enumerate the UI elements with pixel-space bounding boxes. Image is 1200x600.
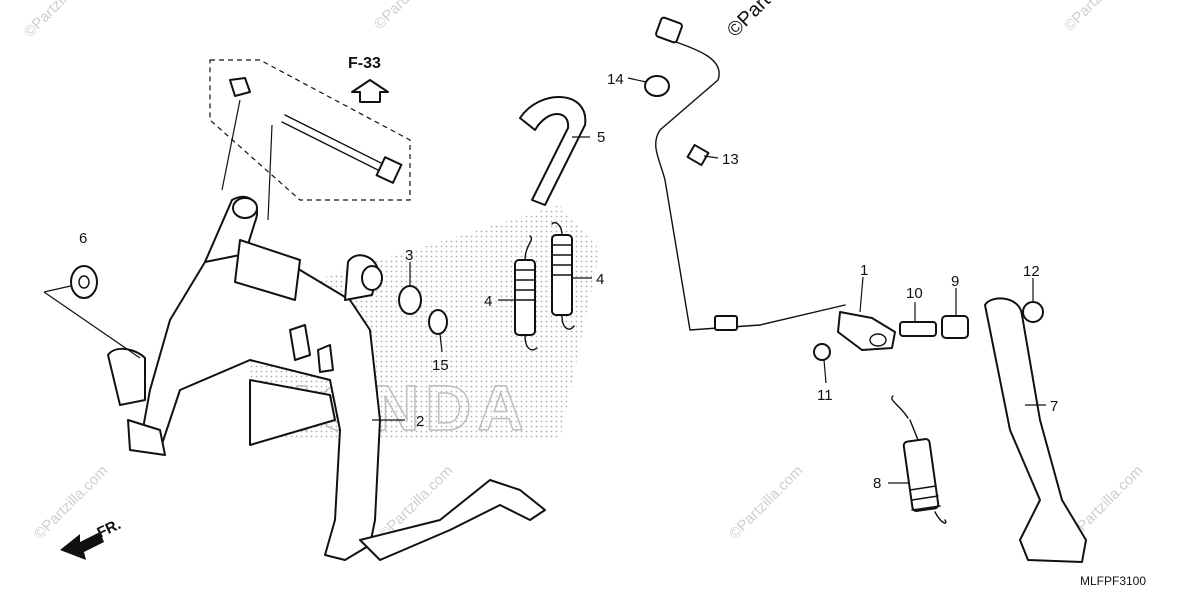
callout-11: 11 <box>817 387 833 404</box>
part-9-collar <box>941 315 969 339</box>
up-arrow-icon <box>351 79 389 103</box>
callout-15: 15 <box>432 357 449 374</box>
callout-1: 1 <box>860 262 868 279</box>
front-arrow-icon <box>60 532 104 560</box>
watermark: ©Partzilla.com <box>371 0 452 33</box>
front-direction: FR. <box>60 516 124 560</box>
callout-13: 13 <box>722 151 739 168</box>
callout-6: 6 <box>79 230 87 247</box>
watermark-dark: ©Parts <box>723 0 782 42</box>
callout-3: 3 <box>405 247 413 264</box>
part-12-nut <box>1022 301 1044 323</box>
front-label: FR. <box>95 516 124 542</box>
main-stand <box>107 195 546 561</box>
callout-5: 5 <box>597 129 605 146</box>
part-5-hook <box>519 96 587 206</box>
callout-14: 14 <box>607 71 624 88</box>
part-11-screw <box>813 343 831 361</box>
callout-leaders <box>372 77 1046 484</box>
watermark: ©Partzilla.com <box>21 0 102 41</box>
part-7-side-stand <box>984 297 1087 563</box>
reference-label: F-33 <box>348 55 381 72</box>
watermark: ©Partzilla.com <box>726 462 807 543</box>
callout-2: 2 <box>416 413 424 430</box>
part-8-spring <box>891 395 947 524</box>
part-1-switch <box>837 311 896 351</box>
part-10-bolt <box>899 321 937 337</box>
bolt-head-icon <box>375 156 403 184</box>
switch-cable <box>644 16 846 331</box>
callout-10: 10 <box>906 285 923 302</box>
drawing-code: MLFPF3100 <box>1080 574 1146 588</box>
callout-8: 8 <box>873 475 881 492</box>
bolt-group <box>209 59 411 221</box>
callout-7: 7 <box>1050 398 1058 415</box>
part-6-bush <box>70 265 98 299</box>
stand-springs <box>514 221 575 351</box>
reference-f33: F-33 <box>348 55 389 103</box>
callout-12: 12 <box>1023 263 1040 280</box>
callout-numbers: 1 2 3 4 4 5 6 7 8 9 10 11 12 13 14 15 <box>79 71 1058 492</box>
callout-4a: 4 <box>484 293 492 310</box>
part-3-ring <box>398 285 422 315</box>
callout-4b: 4 <box>596 271 604 288</box>
part-15-ring <box>428 309 448 335</box>
callout-9: 9 <box>951 273 959 290</box>
watermark: ©Partzilla.com <box>1061 0 1142 35</box>
nut-icon <box>229 77 251 97</box>
